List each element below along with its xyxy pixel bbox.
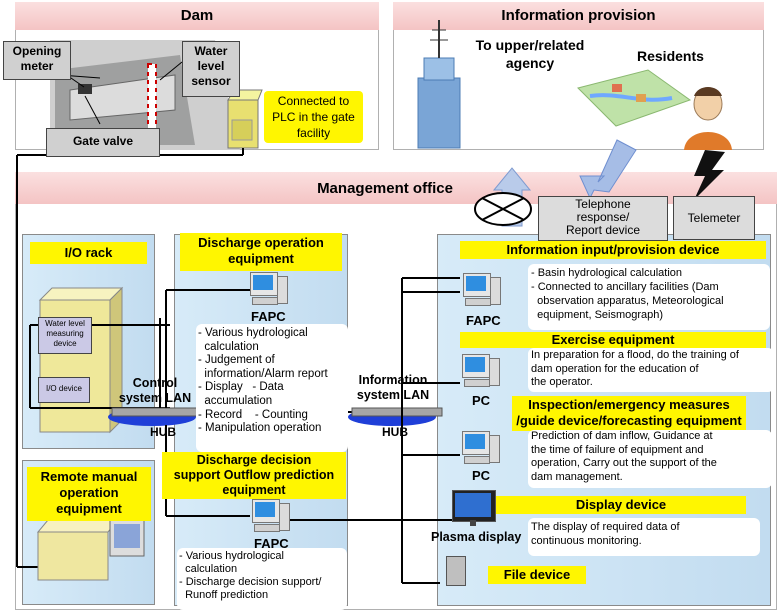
inspection-pc-icon[interactable] bbox=[462, 431, 500, 465]
exercise-pc-label: PC bbox=[472, 393, 491, 408]
plc-note: Connected to PLC in the gate facility bbox=[264, 91, 363, 143]
discharge-op-title: Discharge operation equipment bbox=[180, 233, 342, 271]
inspection-pc-label: PC bbox=[472, 468, 491, 483]
residents-map-illustration bbox=[577, 69, 692, 127]
info-input-fapc-label: FAPC bbox=[466, 313, 501, 328]
inspection-details: Prediction of dam inflow, Guidance at th… bbox=[528, 430, 772, 488]
discharge-decision-fapc-label: FAPC bbox=[254, 536, 289, 551]
gate-valve-label: Gate valve bbox=[46, 128, 160, 157]
control-lan-label: Control system LAN bbox=[118, 376, 192, 405]
io-device[interactable]: I/O device bbox=[38, 377, 90, 403]
plasma-display-label: Plasma display bbox=[431, 530, 522, 544]
info-lan-hub-label: HUB bbox=[382, 425, 408, 439]
management-office-title: Management office bbox=[317, 180, 453, 197]
remote-manual-title: Remote manual operation equipment bbox=[27, 467, 151, 521]
discharge-decision-pc-icon[interactable] bbox=[252, 499, 290, 533]
display-details: The display of required data of continuo… bbox=[528, 518, 760, 556]
info-lan-label: Information system LAN bbox=[356, 373, 430, 402]
resident-person-illustration bbox=[684, 87, 732, 150]
info-input-details: - Basin hydrological calculation - Conne… bbox=[528, 264, 770, 330]
info-provision-title: Information provision bbox=[501, 7, 656, 24]
discharge-op-fapc-label: FAPC bbox=[251, 309, 286, 324]
io-rack-title: I/O rack bbox=[30, 242, 147, 264]
exercise-pc-icon[interactable] bbox=[462, 354, 500, 388]
dam-title-band bbox=[15, 2, 379, 30]
info-provision-title-band bbox=[393, 2, 764, 30]
inspection-title: Inspection/emergency measures /guide dev… bbox=[512, 396, 746, 431]
tower-illustration bbox=[417, 20, 461, 149]
io-rack-illustration bbox=[38, 286, 124, 434]
discharge-op-details: - Various hydrological calculation - Jud… bbox=[196, 324, 348, 452]
exercise-details: In preparation for a flood, do the train… bbox=[528, 348, 774, 392]
plc-box-illustration bbox=[227, 89, 263, 149]
exercise-title: Exercise equipment bbox=[460, 332, 766, 348]
plasma-display-icon[interactable] bbox=[452, 490, 496, 526]
file-device-title: File device bbox=[488, 566, 586, 584]
discharge-op-pc-icon[interactable] bbox=[250, 272, 288, 306]
remote-manual-illustration bbox=[36, 519, 145, 581]
info-input-title: Information input/provision device bbox=[460, 241, 766, 259]
file-device-icon[interactable] bbox=[446, 556, 466, 586]
telephone-report-device[interactable]: Telephone response/ Report device bbox=[538, 196, 668, 241]
telemeter-device[interactable]: Telemeter bbox=[673, 196, 755, 240]
opening-meter-label: Opening meter bbox=[3, 41, 71, 80]
water-level-sensor-label: Water level sensor bbox=[182, 41, 240, 97]
discharge-decision-title: Discharge decision support Outflow predi… bbox=[162, 452, 346, 499]
upper-agency-label: To upper/related agency bbox=[475, 37, 585, 71]
dam-title: Dam bbox=[180, 7, 214, 24]
residents-label: Residents bbox=[637, 48, 704, 64]
discharge-decision-details: - Various hydrological calculation - Dis… bbox=[177, 548, 347, 610]
info-input-pc-icon[interactable] bbox=[463, 273, 501, 307]
display-device-title: Display device bbox=[496, 496, 746, 514]
water-level-measuring-device[interactable]: Water level measuring device bbox=[38, 317, 92, 354]
control-lan-hub-label: HUB bbox=[150, 425, 176, 439]
